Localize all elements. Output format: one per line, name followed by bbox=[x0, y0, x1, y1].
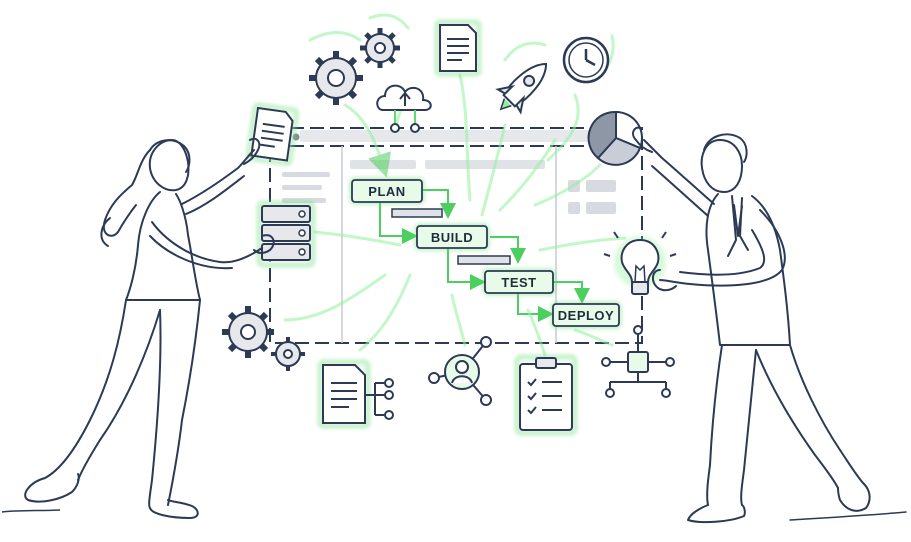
stage-deploy-label: DEPLOY bbox=[558, 308, 614, 323]
document-icon bbox=[246, 103, 299, 166]
stage-test: TEST bbox=[482, 268, 556, 296]
cloud-upload-icon bbox=[376, 84, 432, 133]
man-figure bbox=[632, 126, 907, 524]
hierarchy-icon bbox=[601, 325, 675, 398]
clock-icon bbox=[562, 36, 610, 84]
document-icon bbox=[435, 20, 481, 76]
gear-icon bbox=[271, 337, 305, 371]
server-stack-icon bbox=[257, 201, 315, 267]
stage-plan: PLAN bbox=[349, 177, 425, 205]
ground-line-left bbox=[1, 509, 61, 513]
user-network-icon bbox=[428, 336, 492, 406]
gear-icon bbox=[222, 306, 274, 358]
gear-icon bbox=[309, 51, 363, 105]
document-icon bbox=[318, 360, 394, 428]
woman-figure bbox=[24, 137, 275, 519]
lightbulb-icon bbox=[603, 231, 677, 295]
pie-chart-icon bbox=[587, 110, 643, 166]
clipboard-checklist-icon bbox=[515, 355, 577, 435]
flow-lines bbox=[283, 13, 627, 357]
stage-deploy: DEPLOY bbox=[550, 301, 622, 329]
stage-build: BUILD bbox=[414, 223, 490, 251]
stage-test-label: TEST bbox=[501, 275, 536, 290]
workflow-pipeline: PLAN BUILD TEST DEPLOY bbox=[349, 177, 622, 329]
gear-icon bbox=[360, 28, 400, 68]
stage-build-label: BUILD bbox=[431, 230, 473, 245]
stage-plan-label: PLAN bbox=[368, 184, 405, 199]
rocket-icon bbox=[495, 62, 548, 115]
